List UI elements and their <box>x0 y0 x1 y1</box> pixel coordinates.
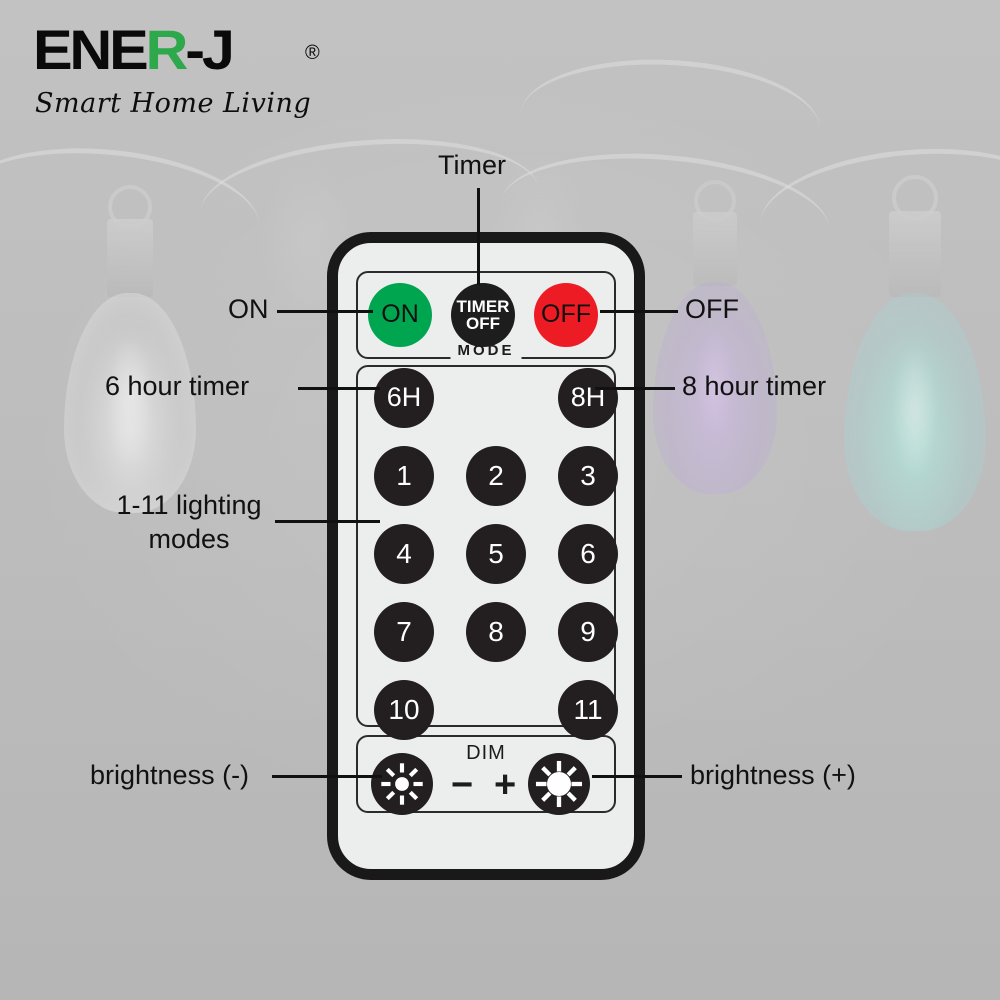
bulb-loop-icon <box>694 180 736 222</box>
bulb-filament <box>109 343 151 463</box>
callout-timer: Timer <box>438 150 506 180</box>
brand-logo: ENER-J ® Smart Home Living <box>33 20 333 120</box>
remote-control: MODE ON TIMER OFF OFF 6H 8H 1 2 3 4 5 6 … <box>327 232 645 880</box>
registered-trademark-icon: ® <box>305 42 320 64</box>
timer-button-line2: OFF <box>466 314 500 333</box>
six-hour-button[interactable]: 6H <box>374 368 434 428</box>
leader-line-eight-hour <box>595 387 675 390</box>
mode-button-5[interactable]: 5 <box>466 524 526 584</box>
bulb-middle <box>630 180 800 520</box>
sun-small-icon <box>381 763 423 805</box>
logo-text-ene: ENE <box>33 18 149 81</box>
mode-button-1[interactable]: 1 <box>374 446 434 506</box>
leader-line-brightness-up <box>592 775 682 778</box>
callout-lighting-modes-line1: 1-11 lighting <box>116 490 262 520</box>
mode-button-11[interactable]: 11 <box>558 680 618 740</box>
bulb-cap <box>889 211 941 297</box>
callout-lighting-modes: 1-11 lighting modes <box>104 488 274 556</box>
leader-line-brightness-down <box>272 775 382 778</box>
bulb-cap <box>107 219 153 297</box>
leader-line-on <box>277 310 373 313</box>
bulb-cap <box>693 212 737 286</box>
callout-off: OFF <box>685 294 739 324</box>
sun-large-icon <box>535 760 583 808</box>
callout-brightness-up: brightness (+) <box>690 760 856 790</box>
timer-button-line1: TIMER <box>456 296 510 316</box>
eight-hour-button[interactable]: 8H <box>558 368 618 428</box>
off-button[interactable]: OFF <box>534 283 598 347</box>
mode-button-10[interactable]: 10 <box>374 680 434 740</box>
brightness-up-button[interactable] <box>528 753 590 815</box>
dim-section-label: DIM <box>466 742 506 764</box>
callout-lighting-modes-line2: modes <box>148 524 230 554</box>
mode-button-2[interactable]: 2 <box>466 446 526 506</box>
dim-plus-sign: + <box>494 764 517 806</box>
callout-brightness-down: brightness (-) <box>90 760 250 790</box>
dim-panel-outline <box>356 735 616 813</box>
leader-line-modes <box>275 520 380 523</box>
mode-button-6[interactable]: 6 <box>558 524 618 584</box>
logo-wordmark: ENER-J <box>33 18 235 81</box>
brightness-down-button[interactable] <box>371 753 433 815</box>
logo-tagline: Smart Home Living <box>35 88 312 119</box>
leader-line-six-hour <box>298 387 380 390</box>
leader-line-timer <box>477 188 480 285</box>
logo-text-r: R <box>145 18 189 81</box>
mode-button-8[interactable]: 8 <box>466 602 526 662</box>
logo-text-j: -J <box>185 18 235 81</box>
callout-eight-hour-timer: 8 hour timer <box>682 371 827 401</box>
bulb-filament <box>893 347 937 477</box>
callout-on: ON <box>228 294 269 324</box>
mode-button-4[interactable]: 4 <box>374 524 434 584</box>
callout-six-hour-timer: 6 hour timer <box>105 371 250 401</box>
mode-button-7[interactable]: 7 <box>374 602 434 662</box>
mode-section-label: MODE <box>450 342 522 359</box>
dim-minus-sign: − <box>451 764 474 806</box>
timer-off-button[interactable]: TIMER OFF <box>451 283 515 347</box>
mode-button-3[interactable]: 3 <box>558 446 618 506</box>
bulb-filament <box>696 330 734 440</box>
bulb-right <box>820 175 1000 555</box>
mode-button-9[interactable]: 9 <box>558 602 618 662</box>
bulb-left <box>40 185 220 525</box>
on-button[interactable]: ON <box>368 283 432 347</box>
leader-line-off <box>600 310 678 313</box>
